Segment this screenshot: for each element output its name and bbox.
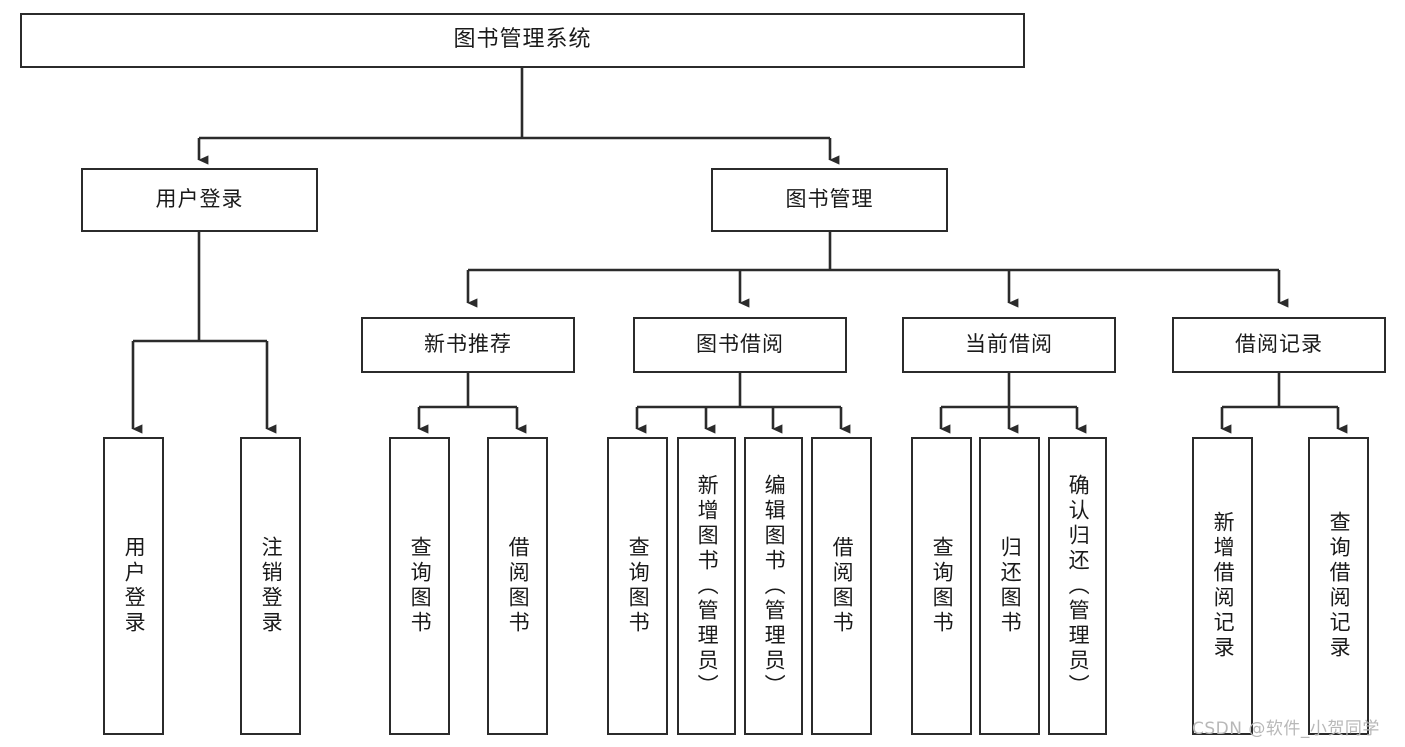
node-leaf-borrow-book-borrow[interactable]: 借阅图书: [811, 437, 872, 735]
csdn-watermark: CSDN @软件_小贺同学: [1192, 719, 1380, 739]
node-book-borrow[interactable]: 图书借阅: [633, 317, 847, 373]
node-leaf-user-login[interactable]: 用户登录: [103, 437, 164, 735]
node-label: 编辑图书（管理员）: [762, 473, 787, 699]
node-root-system[interactable]: 图书管理系统: [20, 13, 1025, 68]
node-leaf-add-borrow-record[interactable]: 新增借阅记录: [1192, 437, 1253, 735]
node-label: 查询图书: [408, 536, 433, 636]
node-label: 查询借阅记录: [1327, 511, 1352, 661]
node-label: 图书管理: [785, 187, 874, 212]
node-label: 借阅记录: [1235, 332, 1323, 357]
node-label: 查询图书: [626, 536, 651, 636]
node-label: 查询图书: [930, 536, 955, 636]
node-label: 借阅图书: [506, 536, 531, 636]
node-borrow-record[interactable]: 借阅记录: [1172, 317, 1386, 373]
node-leaf-add-book-admin[interactable]: 新增图书（管理员）: [677, 437, 736, 735]
node-label: 用户登录: [155, 187, 244, 212]
node-leaf-query-borrow-record[interactable]: 查询借阅记录: [1308, 437, 1369, 735]
node-new-book-recommend[interactable]: 新书推荐: [361, 317, 575, 373]
node-label: 借阅图书: [830, 536, 855, 636]
node-leaf-logout[interactable]: 注销登录: [240, 437, 301, 735]
node-label: 新书推荐: [424, 332, 512, 357]
node-label: 新增借阅记录: [1211, 511, 1236, 661]
node-label: 图书借阅: [696, 332, 784, 357]
node-label: 注销登录: [259, 536, 284, 636]
node-leaf-edit-book-admin[interactable]: 编辑图书（管理员）: [744, 437, 803, 735]
node-label: 确认归还（管理员）: [1066, 473, 1091, 699]
node-label: 归还图书: [998, 536, 1023, 636]
node-leaf-confirm-return-admin[interactable]: 确认归还（管理员）: [1048, 437, 1107, 735]
node-user-login[interactable]: 用户登录: [81, 168, 318, 232]
node-leaf-return-book[interactable]: 归还图书: [979, 437, 1040, 735]
node-leaf-query-book-borrow[interactable]: 查询图书: [607, 437, 668, 735]
node-current-borrow[interactable]: 当前借阅: [902, 317, 1116, 373]
node-label: 新增图书（管理员）: [695, 473, 720, 699]
node-label: 当前借阅: [965, 332, 1053, 357]
node-label: 图书管理系统: [453, 27, 592, 53]
node-leaf-query-book-recommend[interactable]: 查询图书: [389, 437, 450, 735]
node-label: 用户登录: [122, 536, 147, 636]
node-leaf-query-book-current[interactable]: 查询图书: [911, 437, 972, 735]
node-leaf-borrow-book-recommend[interactable]: 借阅图书: [487, 437, 548, 735]
node-book-manage[interactable]: 图书管理: [711, 168, 948, 232]
